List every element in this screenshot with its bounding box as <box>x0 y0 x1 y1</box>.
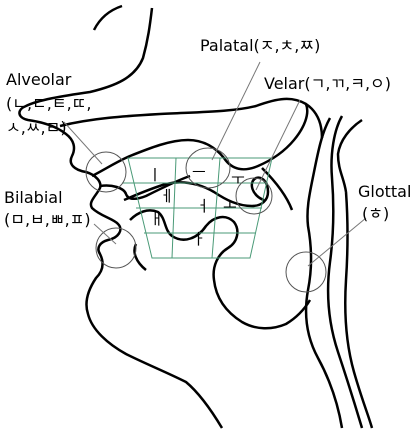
vowel-o: ㅗ <box>223 196 237 214</box>
bilabial-circle <box>96 228 136 268</box>
back-of-head-outline <box>94 6 122 30</box>
glottal-consonants: (ㅎ) <box>362 204 389 223</box>
glottal-circle <box>286 252 326 292</box>
vowel-i: ㅣ <box>148 166 162 184</box>
vowel-a: ㅏ <box>192 230 206 248</box>
vowel-e: ㅔ <box>160 187 174 205</box>
bilabial-label: Bilabial <box>4 188 63 207</box>
glottal-pointer <box>308 218 366 266</box>
palate-inner-outline <box>100 176 190 199</box>
alveolar-label: Alveolar <box>6 70 71 89</box>
alveolar-consonants-line2: ㅅ,ㅆ,ㄹ) <box>6 118 67 137</box>
velum-outline <box>262 168 292 210</box>
vowel-ae: ㅐ <box>150 210 164 228</box>
velar-pointer <box>256 100 300 190</box>
nasal-passage-outline <box>60 99 322 138</box>
alveolar-consonants-line1: (ㄴ,ㄷ,ㅌ,ㄸ, <box>6 94 91 113</box>
velar-label: Velar(ㄱ,ㄲ,ㅋ,ㅇ) <box>264 74 391 93</box>
vowel-eu: ㅡ <box>192 163 206 181</box>
spine-line-3 <box>345 192 372 428</box>
pharynx-back-wall <box>306 118 342 428</box>
vowel-u: ㅜ <box>231 170 245 188</box>
vowel-eo: ㅓ <box>196 197 210 215</box>
glottal-label: Glottal <box>358 182 411 201</box>
bilabial-consonants: (ㅁ,ㅂ,ㅃ,ㅍ) <box>4 210 91 229</box>
palatal-label: Palatal(ㅈ,ㅊ,ㅉ) <box>200 36 320 55</box>
alveolar-pointer <box>64 122 102 164</box>
vowel-glyphs: ㅣ ㅡ ㅜ ㅔ ㅓ ㅗ ㅐ ㅏ <box>148 163 245 248</box>
tongue-lower-outline <box>130 210 310 328</box>
